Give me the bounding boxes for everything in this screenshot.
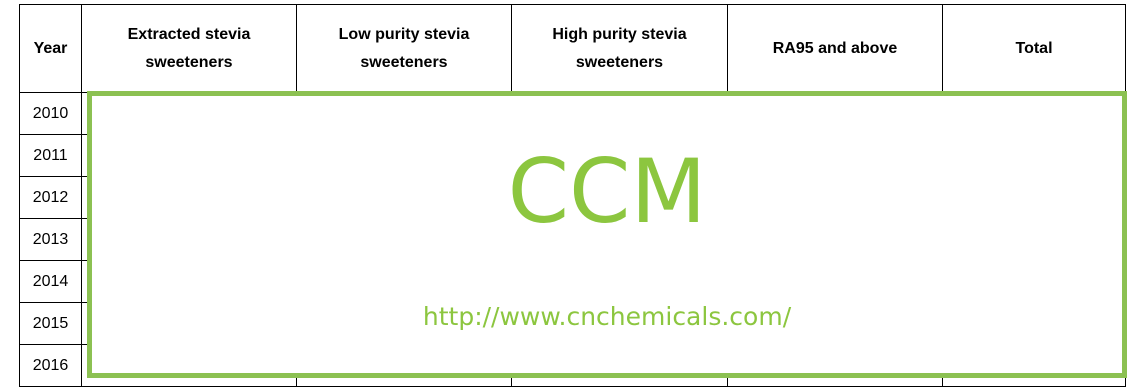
ccm-logo-text: CCM — [507, 140, 707, 243]
year-cell: 2016 — [19, 344, 82, 387]
year-cell: 2012 — [19, 176, 82, 219]
header-total: Total — [942, 4, 1126, 93]
header-ra95-and-above: RA95 and above — [727, 4, 943, 93]
year-cell: 2013 — [19, 218, 82, 261]
ccm-watermark-box: CCM http://www.cnchemicals.com/ — [87, 91, 1127, 378]
year-cell: 2011 — [19, 134, 82, 177]
header-extracted-stevia-sweeteners: Extracted stevia sweeteners — [81, 4, 297, 93]
year-cell: 2014 — [19, 260, 82, 303]
header-high-purity-stevia-sweeteners: High purity stevia sweeteners — [511, 4, 728, 93]
header-low-purity-stevia-sweeteners: Low purity stevia sweeteners — [296, 4, 512, 93]
year-cell: 2015 — [19, 302, 82, 345]
ccm-website-url: http://www.cnchemicals.com/ — [422, 302, 792, 331]
table-header-row: Year Extracted stevia sweeteners Low pur… — [19, 4, 1126, 93]
header-year: Year — [19, 4, 82, 93]
year-cell: 2010 — [19, 92, 82, 135]
